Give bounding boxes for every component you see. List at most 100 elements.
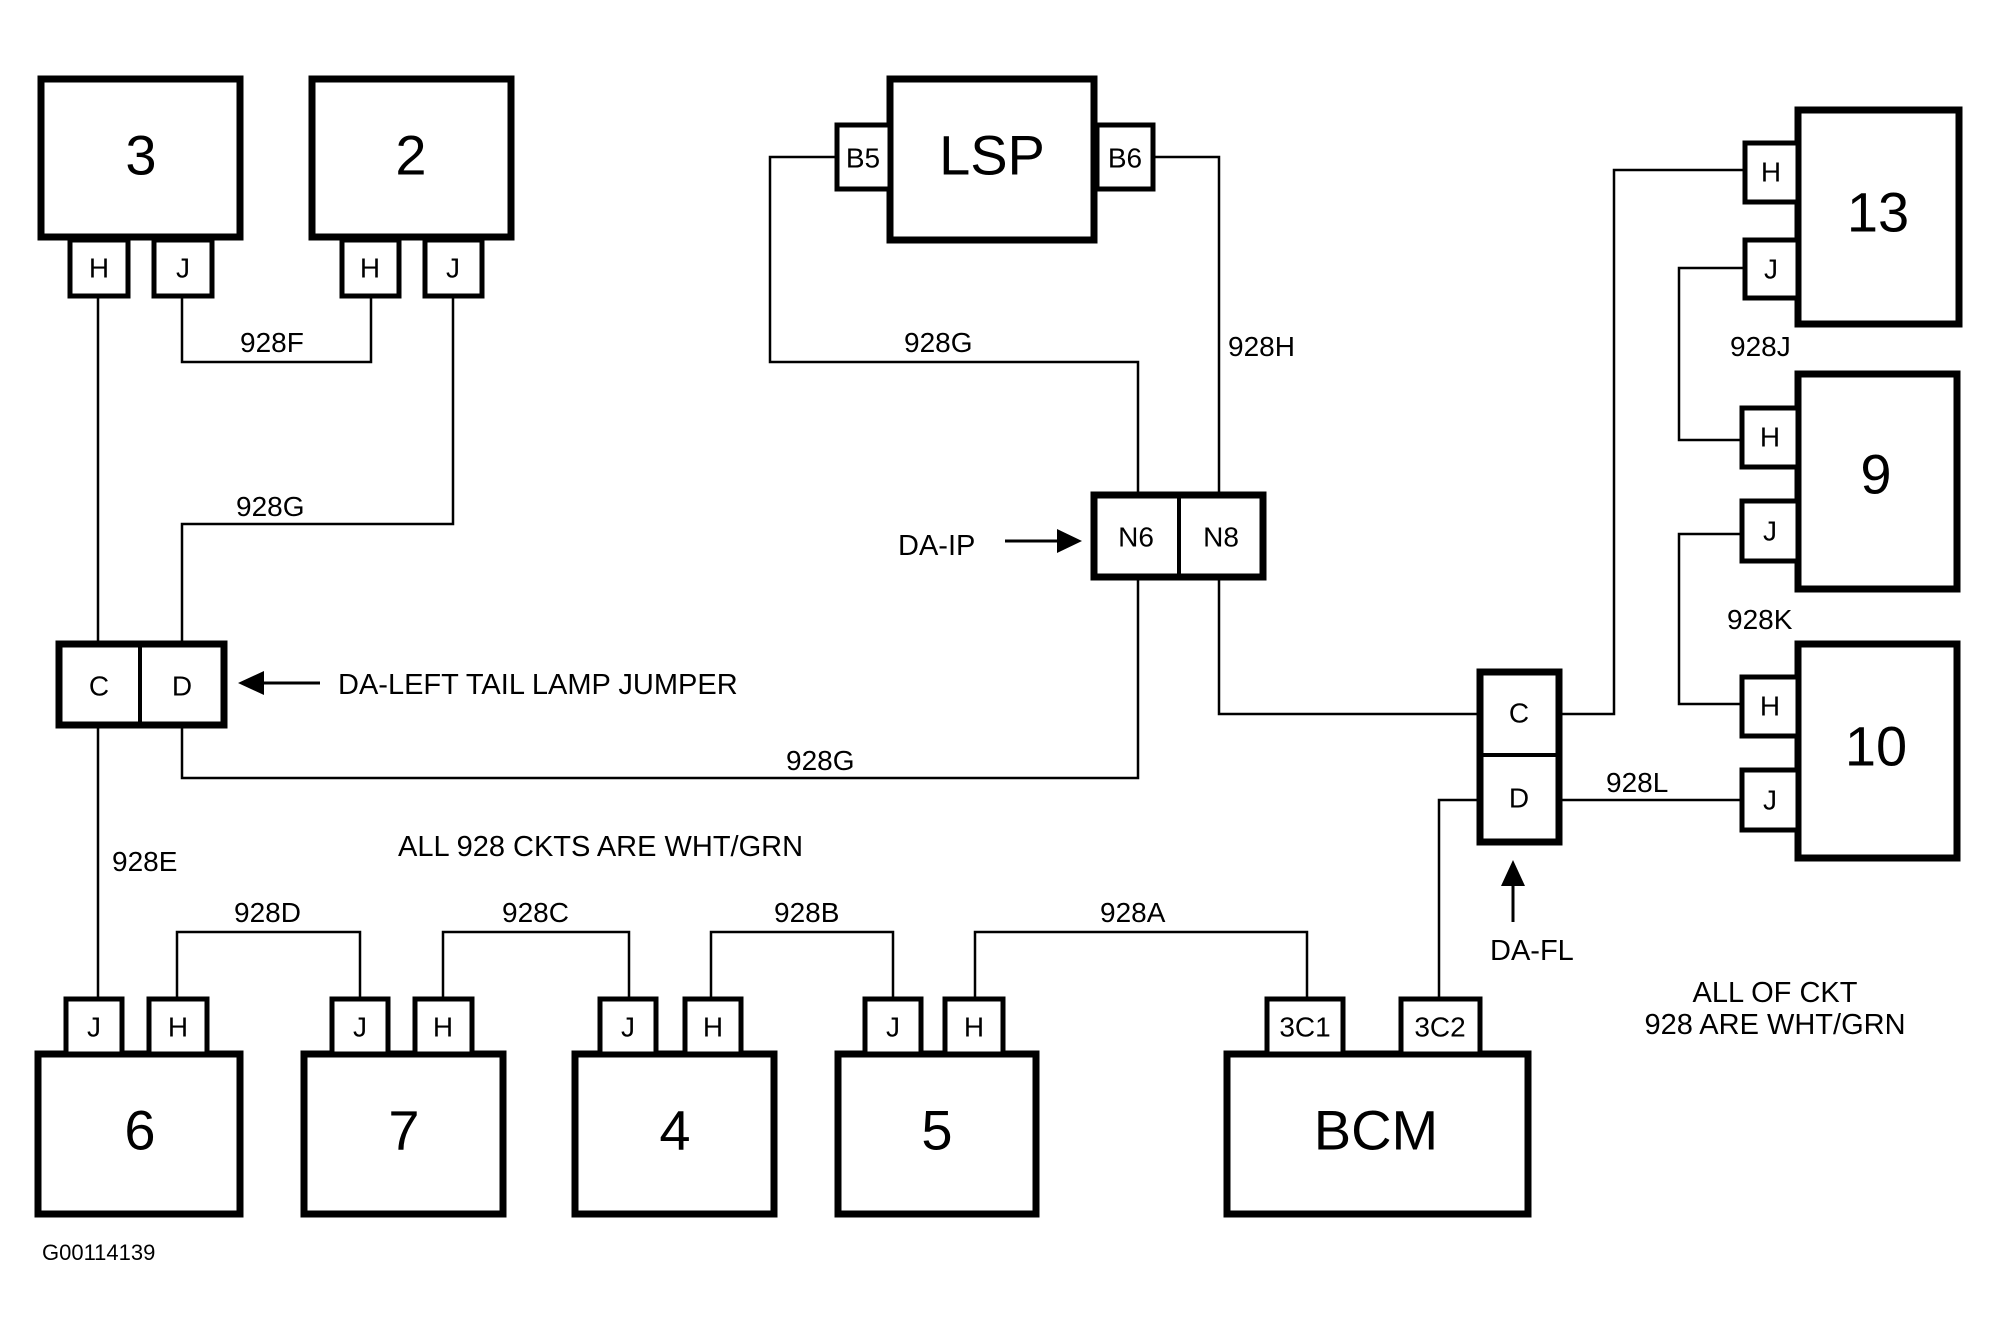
- wires: [96, 155, 1745, 999]
- wire-n8-to-fl-c: [1217, 577, 1480, 716]
- right-arrow-icon: [1005, 529, 1082, 553]
- wire-928g-lower: [180, 577, 1140, 780]
- component-13-pin-j: [1742, 237, 1801, 301]
- pin-label: C: [1509, 698, 1529, 729]
- pin-label: H: [964, 1012, 984, 1043]
- component-3-pin-j: [151, 237, 215, 299]
- component-13-label: 13: [1847, 181, 1909, 244]
- pin-label: H: [703, 1012, 723, 1043]
- component-7-pin-j: [329, 996, 391, 1057]
- wire-928j: [1677, 266, 1745, 442]
- circuit-label-928b: 928B: [774, 897, 839, 928]
- wire-928c: [441, 930, 631, 999]
- connector-fl: C D: [1476, 668, 1563, 846]
- component-2-pin-h: [339, 237, 402, 299]
- component-5-label: 5: [921, 1099, 952, 1162]
- component-6: 6 J H: [34, 996, 244, 1218]
- wire-928a: [973, 930, 1309, 999]
- circuit-label-928l: 928L: [1606, 767, 1668, 798]
- pin-label: J: [446, 253, 460, 284]
- circuit-label-928a: 928A: [1100, 897, 1166, 928]
- wire-928b: [709, 930, 895, 999]
- component-5-pin-j: [862, 996, 924, 1057]
- pin-label: J: [1764, 254, 1778, 285]
- pin-label: 3C1: [1279, 1012, 1330, 1043]
- component-10: 10 H J: [1739, 640, 1961, 862]
- pin-label: B6: [1108, 143, 1142, 174]
- pin-label: H: [1760, 422, 1780, 453]
- component-bcm-pin-3c1: [1264, 996, 1346, 1057]
- pin-label: H: [89, 253, 109, 284]
- component-13-pin-h: [1742, 140, 1801, 205]
- component-bcm: BCM 3C1 3C2: [1223, 996, 1532, 1218]
- component-lsp-pin-b5: [834, 122, 893, 192]
- component-bcm-label: BCM: [1314, 1099, 1438, 1162]
- pin-label: H: [360, 253, 380, 284]
- component-13: 13 H J: [1742, 106, 1963, 328]
- component-lsp-label: LSP: [939, 124, 1045, 187]
- wire-928g-lsp: [768, 155, 1140, 495]
- wire-928g-upper-left: [180, 296, 455, 644]
- component-10-label: 10: [1845, 715, 1907, 778]
- wire-928h: [1153, 155, 1221, 495]
- connector-ip: N6 N8: [1090, 491, 1267, 581]
- note-right-line2: 928 ARE WHT/GRN: [1644, 1009, 1905, 1041]
- pin-label: H: [433, 1012, 453, 1043]
- note-right-line1: ALL OF CKT: [1693, 977, 1858, 1009]
- up-arrow-icon: [1501, 860, 1525, 922]
- pin-label: J: [87, 1012, 101, 1043]
- circuit-label-928g-lsp: 928G: [904, 327, 973, 358]
- pin-label: J: [1763, 516, 1777, 547]
- pin-label: J: [621, 1012, 635, 1043]
- wire-928d: [175, 930, 362, 999]
- component-lsp: LSP B5 B6: [834, 75, 1156, 244]
- wire-928f: [180, 296, 373, 364]
- pin-label: 3C2: [1414, 1012, 1465, 1043]
- pin-label: B5: [846, 143, 880, 174]
- wire-fl-d-to-3c2: [1437, 798, 1480, 999]
- component-3-label: 3: [125, 124, 156, 187]
- pin-label: D: [1509, 783, 1529, 814]
- pin-label: J: [353, 1012, 367, 1043]
- pin-label: H: [1761, 157, 1781, 188]
- wire-fl-c-to-13h: [1559, 168, 1745, 716]
- circuit-label-928g-upper-left: 928G: [236, 491, 305, 522]
- component-5-pin-h: [942, 996, 1006, 1057]
- callout-da-fl: DA-FL: [1490, 935, 1574, 967]
- component-10-pin-j: [1739, 767, 1801, 833]
- component-5: 5 J H: [834, 996, 1040, 1218]
- component-6-pin-j: [63, 996, 125, 1057]
- diagram-id: G00114139: [42, 1240, 155, 1265]
- component-lsp-pin-b6: [1094, 122, 1156, 192]
- component-3: 3 H J: [37, 75, 244, 299]
- component-2-pin-j: [422, 237, 485, 299]
- component-7-label: 7: [388, 1099, 419, 1162]
- component-9-pin-j: [1739, 498, 1801, 564]
- circuit-label-928g-lower: 928G: [786, 745, 855, 776]
- component-7: 7 J H: [300, 996, 507, 1218]
- pin-label: N8: [1203, 522, 1239, 553]
- pin-label: J: [176, 253, 190, 284]
- circuit-label-928d: 928D: [234, 897, 301, 928]
- component-9-label: 9: [1860, 443, 1891, 506]
- connector-left-tail-lamp: C D: [55, 640, 228, 729]
- component-9-pin-h: [1739, 405, 1801, 470]
- circuit-label-928f: 928F: [240, 327, 304, 358]
- wire-928k: [1677, 532, 1742, 706]
- circuit-label-928e: 928E: [112, 846, 177, 877]
- callout-da-ip: DA-IP: [898, 530, 975, 562]
- component-2-label: 2: [395, 124, 426, 187]
- left-arrow-icon: [238, 671, 320, 695]
- component-10-pin-h: [1739, 674, 1801, 739]
- circuit-label-928j: 928J: [1730, 331, 1791, 362]
- component-4-pin-h: [682, 996, 744, 1057]
- component-6-label: 6: [124, 1099, 155, 1162]
- component-7-pin-h: [412, 996, 475, 1057]
- callout-left-tail-lamp-jumper: DA-LEFT TAIL LAMP JUMPER: [338, 669, 738, 701]
- pin-label: J: [1763, 785, 1777, 816]
- pin-label: N6: [1118, 522, 1154, 553]
- component-4-label: 4: [659, 1099, 690, 1162]
- pin-label: H: [1760, 691, 1780, 722]
- pin-label: C: [89, 671, 109, 702]
- component-2: 2 H J: [308, 75, 515, 299]
